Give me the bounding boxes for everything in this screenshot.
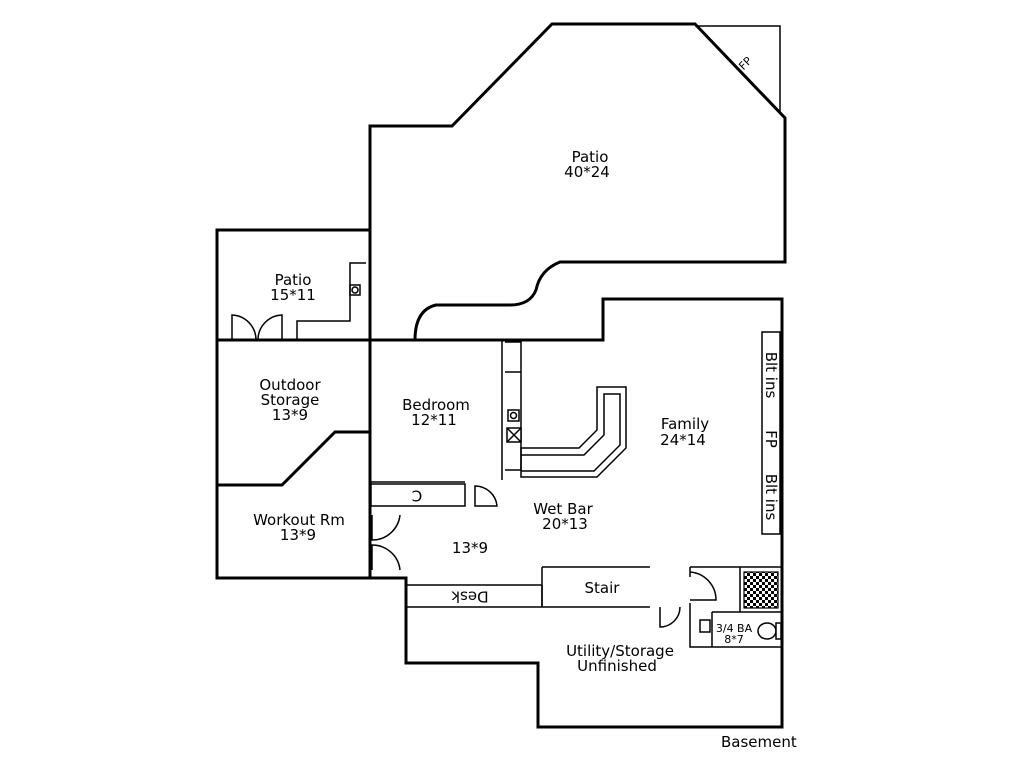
utility-name-1: Utility/Storage (566, 642, 674, 660)
wet-bar-name: Wet Bar (533, 500, 593, 518)
fp-family-label: FP (762, 430, 780, 448)
house-outline (368, 297, 784, 729)
outdoor-storage-outline (215, 340, 370, 487)
bedroom-door (474, 485, 498, 507)
bar-counter-inner (521, 393, 621, 472)
patio-large-name: Patio (572, 148, 609, 166)
bath-shower (743, 571, 779, 609)
outdoor-storage-size: 13*9 (272, 406, 308, 424)
floor-label: Basement (721, 733, 797, 751)
workout-size: 13*9 (280, 526, 316, 544)
family-name: Family (661, 415, 709, 433)
hall-size: 13*9 (452, 539, 488, 557)
patio-small-fixture-knob (351, 286, 359, 294)
bedroom-size: 12*11 (411, 411, 457, 429)
built-ins-top-label: Blt ins (762, 352, 780, 399)
patio-small-name: Patio (275, 271, 312, 289)
bedroom-closet (370, 483, 466, 507)
bar-appliance-column (505, 341, 522, 471)
patio-small-step (296, 262, 366, 340)
utility-name-2: Unfinished (577, 657, 657, 675)
workout-room-outline (215, 485, 370, 580)
bath-toilet (757, 622, 777, 640)
patio-small-size: 15*11 (270, 286, 316, 304)
outdoor-storage-name-1: Outdoor (259, 376, 321, 394)
wet-bar-size: 20*13 (542, 515, 588, 533)
bath-door (689, 571, 717, 601)
patio-small-outline (215, 228, 370, 342)
stair-outline (406, 566, 650, 608)
bar-counter (520, 386, 627, 478)
workout-door-top (371, 514, 401, 541)
outdoor-storage-name-2: Storage (261, 391, 320, 409)
patio-fireplace (695, 25, 781, 112)
bath-name: 3/4 BA (716, 622, 753, 635)
bar-cooktop-x (506, 427, 522, 443)
bath-sink (699, 619, 711, 633)
desk-label: Desk (451, 588, 489, 606)
desk-outline (405, 585, 543, 607)
patio-small-fixture (349, 284, 361, 296)
family-built-ins (761, 331, 781, 535)
bar-sink-drain (509, 411, 518, 420)
patio-large-size: 40*24 (564, 163, 610, 181)
workout-name: Workout Rm (253, 511, 345, 529)
bath-size: 8*7 (724, 633, 744, 646)
closet-label: C (412, 487, 422, 505)
bedroom-name: Bedroom (402, 396, 470, 414)
bar-sink (507, 409, 520, 422)
workout-door-bottom (371, 544, 401, 571)
stair-label: Stair (585, 579, 621, 597)
patio-door-left (231, 314, 257, 341)
family-size: 24*14 (660, 431, 706, 449)
bath-toilet-tank (775, 622, 782, 640)
patio-door-right (257, 314, 283, 341)
utility-door (659, 606, 681, 628)
patio-large-outline (368, 22, 787, 341)
built-ins-bottom-label: Blt ins (762, 474, 780, 521)
